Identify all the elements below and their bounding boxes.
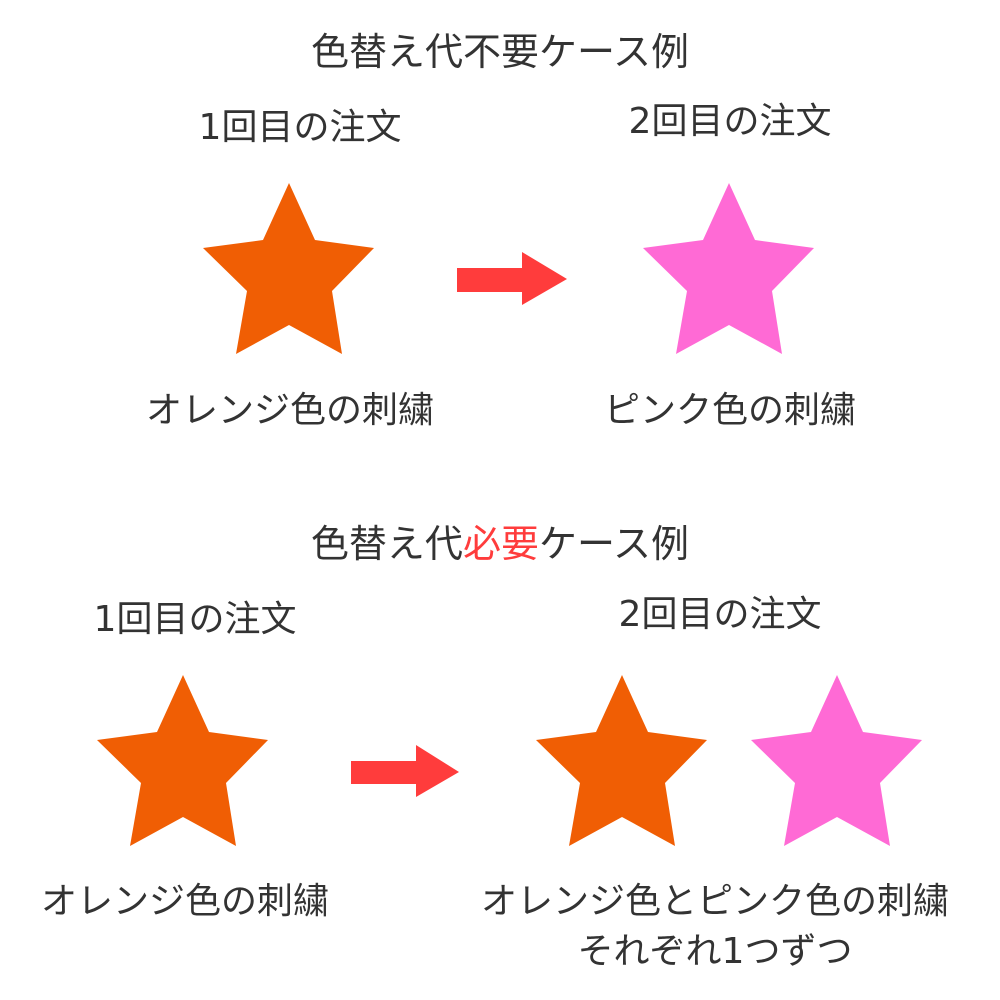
second-order-label: 2回目の注文 (618, 594, 822, 635)
orange-star-icon (203, 183, 374, 354)
right-arrow-icon (457, 252, 567, 305)
section-title-no-fee: 色替え代不要ケース例 (310, 30, 690, 74)
second-order-caption-line2: それぞれ1つずつ (577, 931, 853, 972)
pink-star-icon (643, 183, 814, 354)
first-order-caption: オレンジ色の刺繍 (145, 390, 434, 431)
title-suffix: ケース例 (538, 522, 690, 566)
title-prefix: 色替え代 (310, 522, 463, 566)
title-highlight: 必要 (462, 522, 539, 566)
orange-star-icon (536, 675, 707, 846)
orange-star-icon (97, 675, 268, 846)
first-order-label: 1回目の注文 (93, 599, 297, 640)
right-arrow-icon (351, 745, 459, 797)
first-order-caption: オレンジ色の刺繍 (40, 881, 329, 922)
pink-star-icon (751, 675, 922, 846)
second-order-caption-line1: オレンジ色とピンク色の刺繍 (480, 881, 949, 922)
second-order-label: 2回目の注文 (628, 101, 832, 142)
first-order-label: 1回目の注文 (198, 107, 402, 148)
section-title-fee-required: 色替え代必要ケース例 (250, 525, 750, 563)
second-order-caption: ピンク色の刺繍 (603, 390, 856, 431)
